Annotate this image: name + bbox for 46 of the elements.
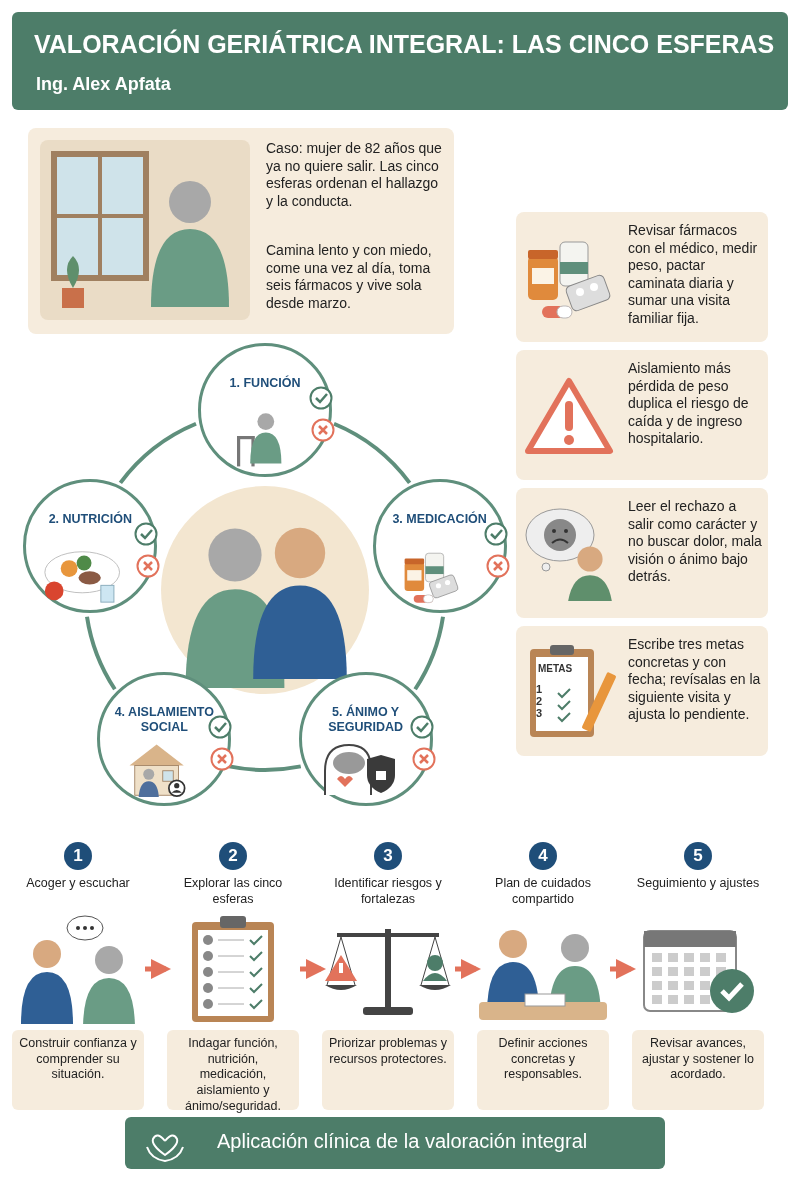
step-description-box: Construir confianza y comprender su situación. bbox=[12, 1030, 144, 1110]
case-text: Camina lento y con miedo, come una vez al día, toma seis fármacos y vive sola desde marzo. bbox=[266, 242, 433, 312]
card-text: Escribe tres metas concretas y con fecha; revísalas en la siguiente visita y ajusta lo pendiente. bbox=[628, 636, 762, 724]
arrow bbox=[145, 959, 171, 979]
step-description-box: Priorizar problemas y recursos protectores. bbox=[322, 1030, 454, 1110]
card-text: Leer el rechazo a salir como carácter y no buscar dolor, mala visión o ánimo bajo detrás. bbox=[628, 498, 762, 586]
step-number: 4 bbox=[529, 842, 557, 870]
step-heading: Explorar las cinco esferas bbox=[182, 876, 284, 908]
step-heading: Identificar riesgos y fortalezas bbox=[333, 876, 443, 908]
case-card bbox=[28, 128, 454, 334]
step-number: 2 bbox=[219, 842, 247, 870]
step-number: 1 bbox=[64, 842, 92, 870]
banner bbox=[125, 1117, 665, 1169]
banner-text: Aplicación clínica de la valoración integral bbox=[217, 1130, 588, 1153]
list-number: 1 bbox=[536, 684, 543, 695]
sphere-title: 3. MEDICACIÓN bbox=[391, 512, 488, 527]
case-text: Caso: mujer de 82 años que ya no quiere salir. Las cinco esferas ordenan el hallazgo y la conducta. bbox=[266, 140, 443, 210]
clipboard-heading: METAS bbox=[538, 664, 573, 674]
sphere-title: 4. AISLAMIENTO SOCIAL bbox=[113, 705, 215, 734]
ring-connector bbox=[85, 616, 117, 691]
advice-card bbox=[516, 488, 768, 618]
author-name: Ing. Alex Apfata bbox=[36, 74, 171, 95]
sphere-title: 2. NUTRICIÓN bbox=[47, 512, 133, 527]
ring-connector bbox=[413, 616, 445, 691]
arrow bbox=[300, 959, 326, 979]
step-heading: Seguimiento y ajustes bbox=[635, 876, 761, 892]
card-text: Revisar fármacos con el médico, medir peso, pactar caminata diaria y sumar una visita familiar fija. bbox=[628, 222, 759, 327]
advice-card bbox=[516, 350, 768, 480]
sphere-title: 5. ÁNIMO Y SEGURIDAD bbox=[327, 705, 405, 734]
advice-card bbox=[516, 626, 768, 756]
advice-card bbox=[516, 212, 768, 342]
ring-connector bbox=[118, 421, 197, 485]
step-description-box: Definir acciones concretas y responsables. bbox=[477, 1030, 609, 1110]
ring-connector bbox=[333, 421, 412, 485]
arrow bbox=[455, 959, 481, 979]
step-description-box: Revisar avances, ajustar y sostener lo acordado. bbox=[632, 1030, 764, 1110]
arrow bbox=[610, 959, 636, 979]
card-text: Aislamiento más pérdida de peso duplica el riesgo de caída y de ingreso hospitalario. bbox=[628, 360, 750, 448]
step-number: 5 bbox=[684, 842, 712, 870]
sphere-title: 1. FUNCIÓN bbox=[228, 376, 302, 391]
step-number: 3 bbox=[374, 842, 402, 870]
step-heading: Plan de cuidados compartido bbox=[494, 876, 592, 908]
step-heading: Acoger y escuchar bbox=[25, 876, 131, 892]
title: VALORACIÓN GERIÁTRICA INTEGRAL: LAS CINCO ESFERAS bbox=[34, 30, 774, 59]
list-number: 3 bbox=[536, 708, 543, 719]
list-number: 2 bbox=[536, 696, 543, 707]
